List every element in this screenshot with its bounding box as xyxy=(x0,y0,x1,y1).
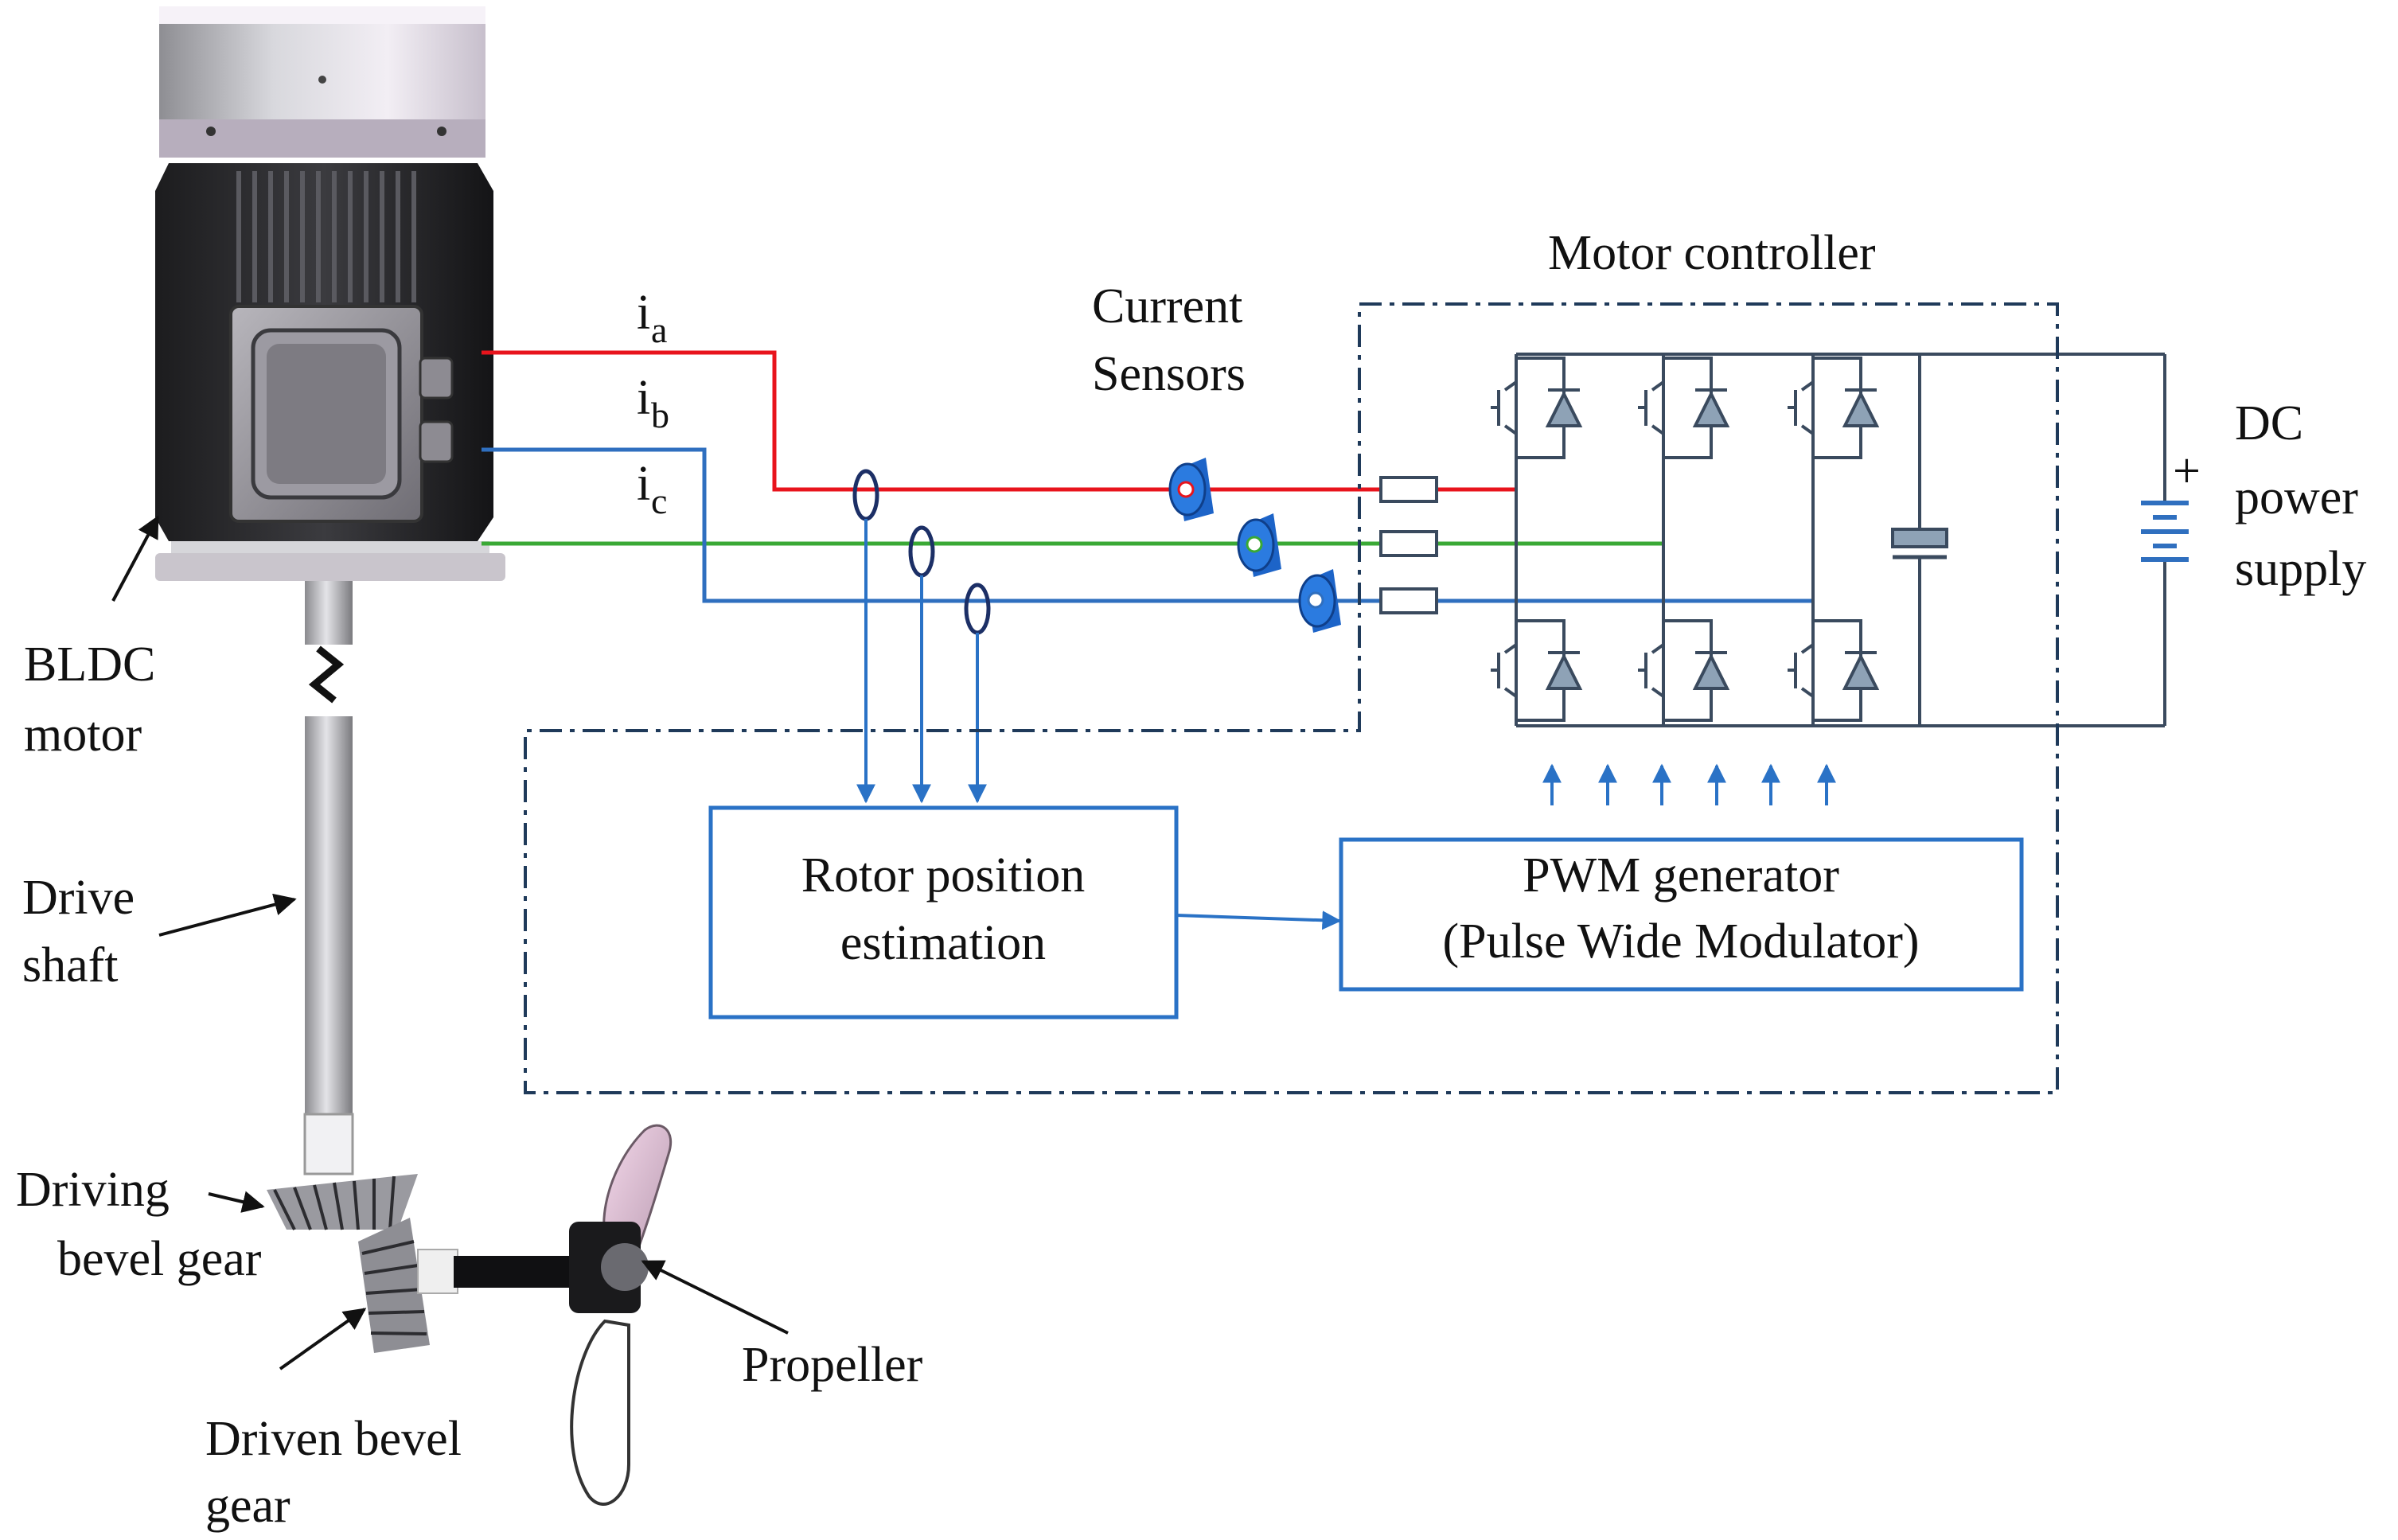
drive-shaft-label-2: shaft xyxy=(22,938,119,992)
ia-subscript: a xyxy=(651,310,667,350)
propeller xyxy=(569,1124,673,1506)
bevel-gears xyxy=(267,1174,581,1353)
ib-subscript: b xyxy=(651,395,669,435)
resistor-a xyxy=(1379,476,1438,503)
rotor-block-label-2: estimation xyxy=(840,916,1046,970)
plus-sign: + xyxy=(2173,444,2201,498)
bldc-label-2: motor xyxy=(24,708,142,762)
dc-supply-label-3: supply xyxy=(2235,542,2366,596)
driving-gear-label-2: bevel gear xyxy=(57,1232,262,1286)
current-sensors-label-1: Current xyxy=(1092,279,1242,333)
motor-controller-title: Motor controller xyxy=(1548,226,1876,280)
rotor-block-label-1: Rotor position xyxy=(801,848,1086,903)
dc-supply-label-2: power xyxy=(2235,470,2358,524)
drive-shaft xyxy=(303,581,354,1175)
battery-icon xyxy=(2141,501,2189,562)
ic-subscript: c xyxy=(651,481,667,521)
ia-label: i xyxy=(637,286,650,340)
rotor-position-block xyxy=(708,805,1179,1020)
sensing-lines xyxy=(856,519,987,804)
inverter-bridge xyxy=(1515,353,2166,727)
propeller-label: Propeller xyxy=(742,1338,923,1392)
dc-supply-label-1: DC xyxy=(2235,396,2303,450)
capacitor xyxy=(1891,528,1948,559)
pwm-block-label-1: PWM generator xyxy=(1523,848,1839,903)
phase-c-wire xyxy=(482,447,1813,603)
pwm-generator-block xyxy=(1339,837,2024,992)
bldc-motor-illustration xyxy=(155,6,505,581)
ib-label: i xyxy=(637,371,650,425)
pwm-block-label-2: (Pulse Wide Modulator) xyxy=(1442,914,1919,969)
driven-gear-label-2: gear xyxy=(205,1479,290,1533)
resistor-b xyxy=(1379,530,1438,557)
driving-gear-label-1: Driving xyxy=(16,1163,170,1217)
resistor-c xyxy=(1379,587,1438,614)
phase-a-wire xyxy=(482,350,1516,492)
drive-shaft-label-1: Drive xyxy=(22,871,135,925)
motor-controller-boundary xyxy=(524,302,2059,1094)
current-sensors-label-2: Sensors xyxy=(1092,347,1246,401)
igbt-switch xyxy=(1491,357,1880,722)
bldc-label-1: BLDC xyxy=(24,637,155,692)
current-sensor-icon xyxy=(1168,458,1341,633)
pwm-gate-arrows xyxy=(1542,763,1836,805)
pointer-arrows xyxy=(111,515,789,1370)
rotor-to-pwm-arrow xyxy=(1176,910,1342,930)
ic-label: i xyxy=(637,457,650,511)
driven-gear-label-1: Driven bevel xyxy=(205,1412,462,1466)
